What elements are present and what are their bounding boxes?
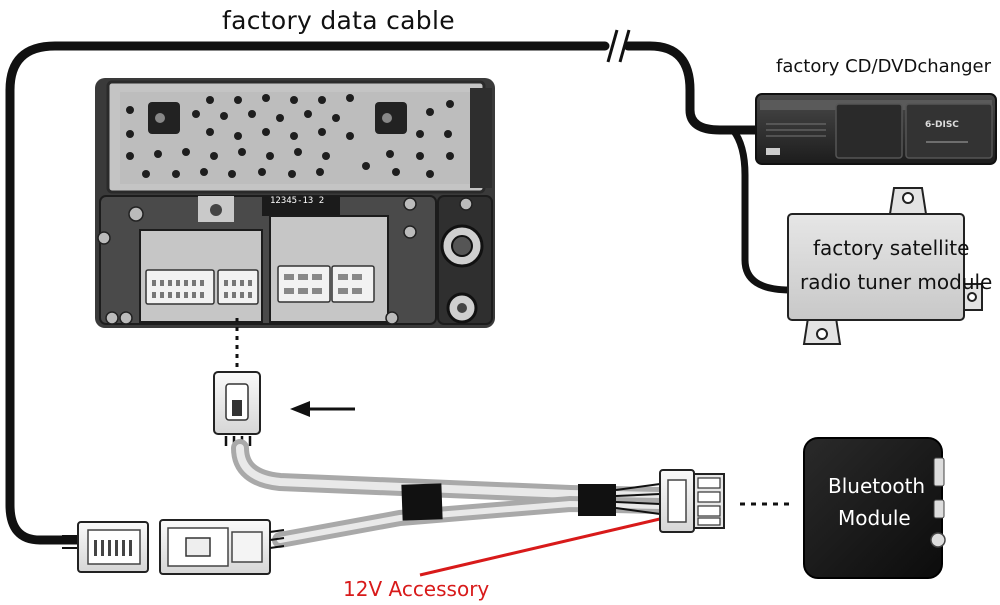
radio-harness-plug (213, 371, 261, 446)
harness-mating-connector (159, 519, 285, 575)
factory-data-cable-label: factory data cable (222, 6, 455, 35)
factory-data-cable (5, 41, 610, 545)
changer-disc-badge: 6-DISC (925, 120, 959, 130)
direction-arrow (290, 401, 355, 417)
satellite-tuner-module (787, 187, 983, 345)
cable-break-marker (606, 29, 631, 63)
satellite-module-label-line1: factory satellite (813, 236, 970, 260)
tape-band-right (578, 484, 616, 516)
changer-to-satellite-cable (729, 126, 794, 294)
cd-dvd-changer (755, 93, 997, 165)
factory-radio-unit (95, 78, 495, 328)
bluetooth-module-label-line2: Module (838, 506, 911, 530)
accessory-wire-label: 12V Accessory (343, 577, 490, 601)
cd-dvd-changer-label: factory CD/DVDchanger (776, 56, 991, 77)
bluetooth-harness-plug (659, 469, 725, 533)
factory-cable-connector (62, 521, 149, 573)
factory-data-cable-right (623, 41, 767, 135)
radio-part-number: 12345-13 2 (270, 196, 325, 206)
tape-band-left (401, 483, 443, 521)
accessory-wire (419, 516, 665, 577)
satellite-module-label-line2: radio tuner module (800, 270, 993, 294)
bluetooth-module (803, 437, 946, 579)
bluetooth-module-label-line1: Bluetooth (828, 474, 926, 498)
